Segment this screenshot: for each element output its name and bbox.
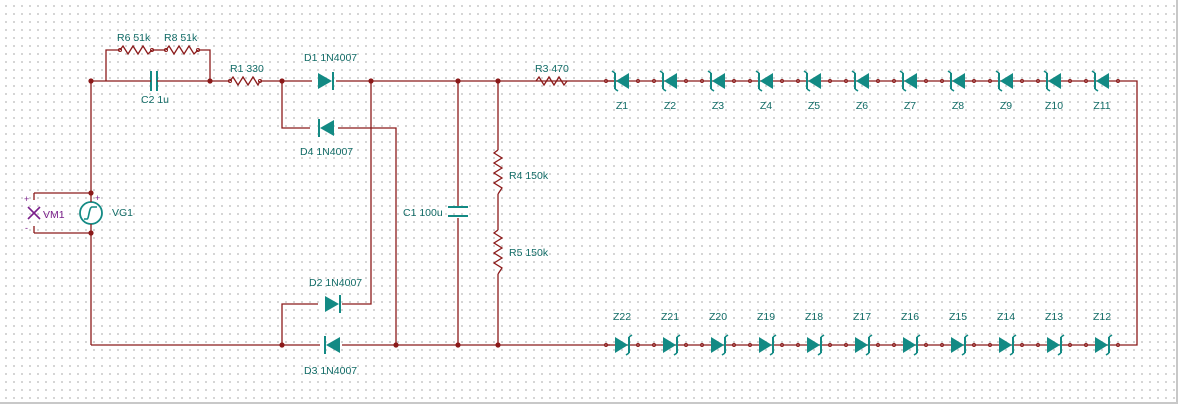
resistor-r8[interactable] — [163, 44, 201, 56]
resistor-r1[interactable] — [227, 75, 263, 87]
zener-z21[interactable] — [652, 334, 688, 356]
zener-z20[interactable] — [700, 334, 736, 356]
zener-z4[interactable] — [748, 70, 784, 92]
zener-z12[interactable] — [1084, 334, 1120, 356]
diode-d3[interactable] — [324, 336, 340, 354]
label-d3: D3 1N4007 — [304, 365, 357, 377]
zener-z14[interactable] — [988, 334, 1024, 356]
label-zener-z18: Z18 — [805, 311, 823, 323]
zener-z22[interactable] — [604, 334, 640, 356]
label-r1: R1 330 — [230, 63, 264, 75]
label-r3: R3 470 — [535, 63, 569, 75]
zener-z9[interactable] — [988, 70, 1024, 92]
zener-z13[interactable] — [1036, 334, 1072, 356]
diode-d4[interactable] — [318, 119, 334, 137]
capacitor-c2[interactable] — [144, 71, 164, 91]
label-zener-z12: Z12 — [1093, 311, 1111, 323]
label-zener-z13: Z13 — [1045, 311, 1063, 323]
zener-z7[interactable] — [892, 70, 928, 92]
wires — [33, 49, 1138, 346]
label-d4: D4 1N4007 — [300, 146, 353, 158]
label-zener-z4: Z4 — [760, 100, 772, 112]
zener-z17[interactable] — [844, 334, 880, 356]
resistor-r6[interactable] — [117, 44, 155, 56]
zener-string-bottom: Z22 Z21 Z20 Z19 Z18 Z17 Z16 Z15 Z14 Z13 Z12 — [604, 311, 1120, 356]
diode-d2[interactable] — [325, 295, 341, 313]
zener-z10[interactable] — [1036, 70, 1072, 92]
label-zener-z3: Z3 — [712, 100, 724, 112]
zener-z5[interactable] — [796, 70, 832, 92]
label-zener-z14: Z14 — [997, 311, 1015, 323]
label-d2: D2 1N4007 — [309, 277, 362, 289]
window-bottom-edge — [0, 402, 1178, 404]
label-vm1: VM1 — [43, 209, 65, 221]
resistor-r3[interactable] — [535, 75, 568, 87]
label-zener-z22: Z22 — [613, 311, 631, 323]
zener-z1[interactable] — [604, 70, 640, 92]
label-r4: R4 150k — [509, 170, 549, 182]
window-right-edge — [1176, 0, 1178, 404]
label-zener-z9: Z9 — [1000, 100, 1012, 112]
label-vm1-minus: - — [25, 223, 28, 233]
label-zener-z5: Z5 — [808, 100, 820, 112]
label-zener-z19: Z19 — [757, 311, 775, 323]
label-zener-z16: Z16 — [901, 311, 919, 323]
resistor-r5[interactable] — [492, 229, 504, 275]
zener-z11[interactable] — [1084, 70, 1120, 92]
label-r8: R8 51k — [164, 32, 198, 44]
label-zener-z20: Z20 — [709, 311, 727, 323]
label-vg1: VG1 — [112, 207, 133, 219]
zener-z6[interactable] — [844, 70, 880, 92]
zener-z15[interactable] — [940, 334, 976, 356]
label-zener-z7: Z7 — [904, 100, 916, 112]
zener-string-top: Z1 Z2 Z3 Z4 Z5 Z6 Z7 Z8 Z9 Z10 Z11 — [604, 70, 1120, 112]
zener-z18[interactable] — [796, 334, 832, 356]
voltmeter-vm1[interactable] — [27, 206, 41, 220]
voltage-source-vg1[interactable] — [79, 193, 103, 233]
label-zener-z6: Z6 — [856, 100, 868, 112]
label-zener-z1: Z1 — [616, 100, 628, 112]
label-zener-z21: Z21 — [661, 311, 679, 323]
label-vg1-plus: + — [95, 193, 100, 203]
capacitor-c1[interactable] — [448, 206, 468, 217]
label-r5: R5 150k — [509, 247, 549, 259]
label-zener-z8: Z8 — [952, 100, 964, 112]
zener-z8[interactable] — [940, 70, 976, 92]
zener-z2[interactable] — [652, 70, 688, 92]
diode-d1[interactable] — [318, 72, 334, 90]
label-zener-z10: Z10 — [1045, 100, 1063, 112]
labels: R6 51k R8 51k C2 1u R1 330 D1 1N4007 D4 … — [24, 32, 569, 377]
zener-z16[interactable] — [892, 334, 928, 356]
label-c2: C2 1u — [141, 94, 169, 106]
label-d1: D1 1N4007 — [304, 52, 357, 64]
resistor-r4[interactable] — [492, 149, 504, 195]
zener-z3[interactable] — [700, 70, 736, 92]
label-vm1-plus: + — [24, 194, 29, 204]
label-zener-z2: Z2 — [664, 100, 676, 112]
label-zener-z11: Z11 — [1093, 100, 1110, 112]
label-zener-z17: Z17 — [853, 311, 871, 323]
label-zener-z15: Z15 — [949, 311, 967, 323]
label-r6: R6 51k — [117, 32, 151, 44]
label-c1: C1 100u — [403, 207, 443, 219]
zener-z19[interactable] — [748, 334, 784, 356]
